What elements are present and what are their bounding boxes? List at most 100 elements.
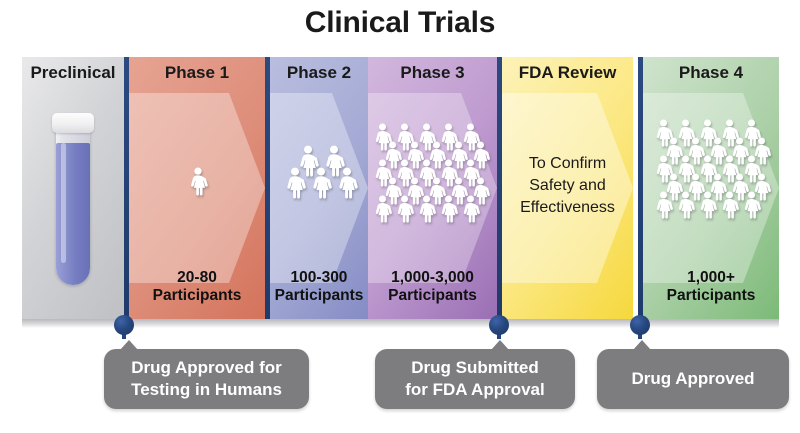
person-icon [416, 195, 437, 223]
person-glyph [700, 119, 717, 147]
person-icon [438, 195, 459, 223]
column-fda-review[interactable]: FDA Review To Confirm Safety and Effecti… [502, 57, 633, 319]
column-count-phase-3: 1,000-3,000 Participants [388, 269, 477, 304]
person-glyph [429, 141, 446, 169]
person-glyph [419, 159, 436, 187]
milestone-node-2[interactable] [489, 315, 509, 335]
column-label-phase-1: Phase 1 [164, 63, 230, 82]
person-icon [187, 167, 209, 196]
person-icon [335, 167, 359, 199]
person-glyph [744, 191, 761, 219]
column-divider-3 [497, 57, 502, 319]
person-glyph [700, 191, 717, 219]
person-icon [751, 137, 772, 165]
person-glyph [385, 177, 402, 205]
person-glyph [419, 195, 436, 223]
person-icon [382, 141, 403, 169]
person-glyph [375, 159, 392, 187]
milestone-node-3[interactable] [630, 315, 650, 335]
person-glyph [463, 159, 480, 187]
person-icon [470, 177, 491, 205]
person-icon [382, 177, 403, 205]
person-icon [663, 173, 684, 201]
person-icon [416, 159, 437, 187]
column-phase-3[interactable]: Phase 3 1,000-3,000 Participants [368, 57, 497, 319]
person-glyph [441, 123, 458, 151]
column-phase-2[interactable]: Phase 2 100-300 Participants [270, 57, 368, 319]
person-icon [426, 141, 447, 169]
person-icon [675, 119, 696, 147]
column-count-phase-1: 20-80 Participants [152, 269, 242, 304]
column-phase-1[interactable]: Phase 1 20-80 Participants [129, 57, 265, 319]
milestone-callout-3[interactable]: Drug Approved [597, 340, 789, 409]
milestone-node-1[interactable] [114, 315, 134, 335]
person-icon [707, 137, 728, 165]
test-tube-icon [50, 109, 96, 287]
person-icon [394, 123, 415, 151]
person-icon [697, 191, 718, 219]
column-divider-4 [638, 57, 643, 319]
person-glyph [744, 119, 761, 147]
person-glyph [407, 177, 424, 205]
column-label-phase-4: Phase 4 [678, 63, 744, 82]
person-crowd-icon-phase-4 [651, 119, 776, 241]
person-glyph [407, 141, 424, 169]
person-glyph [313, 167, 332, 199]
person-icon [697, 155, 718, 183]
column-divider-2 [265, 57, 270, 319]
person-icon [685, 137, 706, 165]
person-icon [719, 119, 740, 147]
person-glyph [656, 119, 673, 147]
milestone-callout-1[interactable]: Drug Approved for Testing in Humans [104, 340, 309, 409]
person-icon [372, 123, 393, 151]
person-icon [448, 177, 469, 205]
person-glyph [666, 173, 683, 201]
person-glyph [191, 167, 208, 196]
person-icon [404, 141, 425, 169]
person-icon [372, 195, 393, 223]
person-glyph [300, 145, 319, 177]
person-glyph [710, 173, 727, 201]
person-glyph [700, 155, 717, 183]
person-glyph [722, 155, 739, 183]
person-icon [729, 137, 750, 165]
milestone-callout-1-text: Drug Approved for Testing in Humans [131, 358, 282, 399]
person-glyph [451, 177, 468, 205]
column-phase-4[interactable]: Phase 4 1,000+ Participants [643, 57, 779, 319]
column-count-phase-4: 1,000+ Participants [666, 269, 756, 304]
person-icon [448, 141, 469, 169]
person-glyph [441, 195, 458, 223]
person-icon [729, 173, 750, 201]
person-glyph [688, 173, 705, 201]
column-preclinical[interactable]: Preclinical [22, 57, 124, 319]
person-glyph [463, 123, 480, 151]
person-glyph [732, 137, 749, 165]
person-icon [741, 191, 762, 219]
person-glyph [710, 137, 727, 165]
person-icon [322, 145, 346, 177]
person-glyph [754, 137, 771, 165]
person-icon [685, 173, 706, 201]
person-glyph [429, 177, 446, 205]
person-icon [741, 155, 762, 183]
person-glyph [744, 155, 761, 183]
person-glyph [397, 123, 414, 151]
person-icon [653, 119, 674, 147]
person-icon [309, 167, 333, 199]
column-label-fda-review: FDA Review [518, 63, 617, 82]
person-glyph [722, 119, 739, 147]
person-icon [460, 195, 481, 223]
person-glyph [375, 195, 392, 223]
person-glyph [397, 159, 414, 187]
person-glyph [688, 137, 705, 165]
milestone-callout-2[interactable]: Drug Submitted for FDA Approval [375, 340, 575, 409]
person-icon [653, 191, 674, 219]
person-icon [460, 123, 481, 151]
person-icon [416, 123, 437, 151]
person-glyph [678, 119, 695, 147]
person-glyph [375, 123, 392, 151]
person-icon [653, 155, 674, 183]
person-icon [675, 191, 696, 219]
person-icon [741, 119, 762, 147]
person-icon [675, 155, 696, 183]
